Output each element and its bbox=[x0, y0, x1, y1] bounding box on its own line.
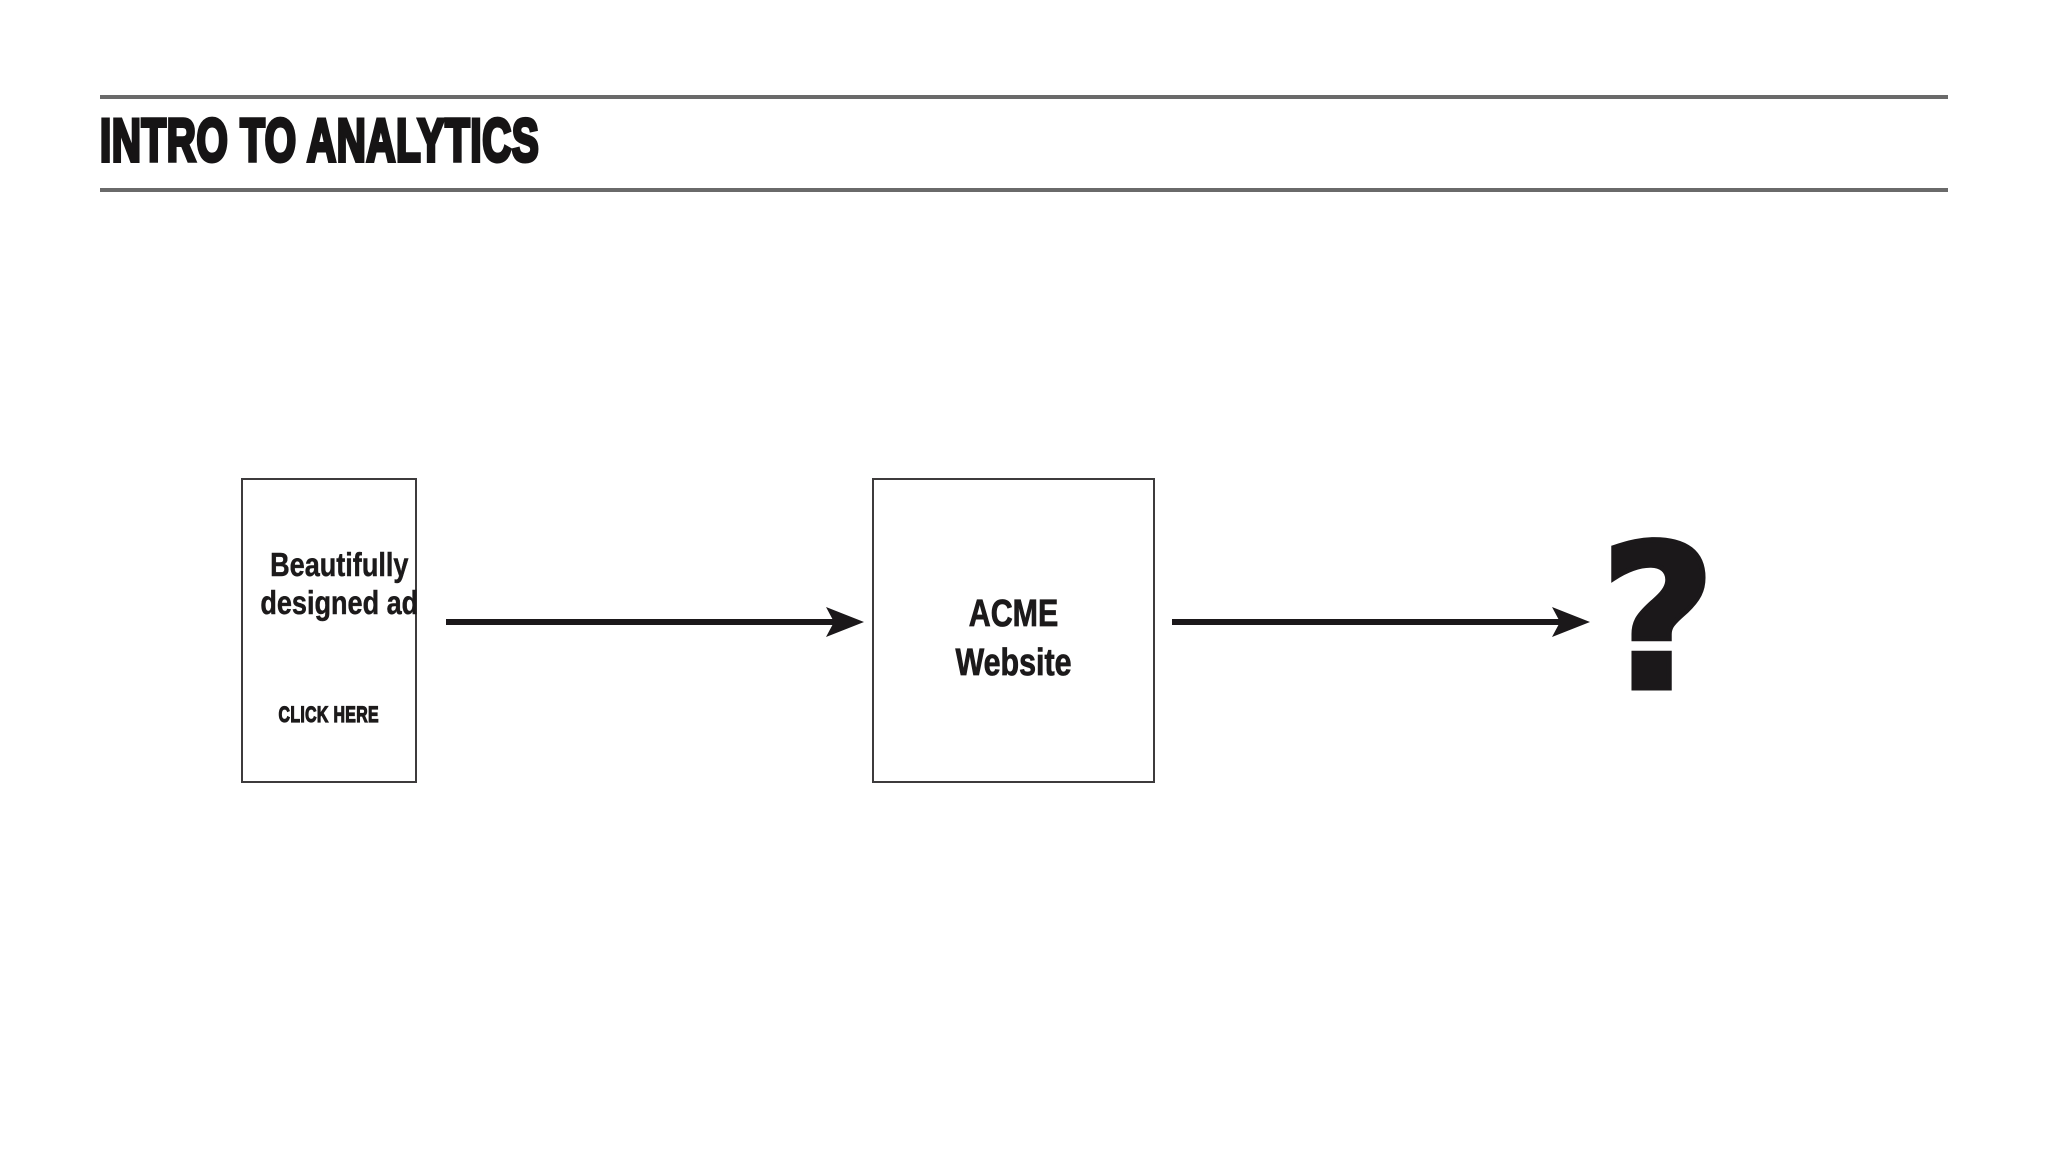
website-label-line1: ACME bbox=[968, 592, 1059, 635]
ad-label-line1: Beautifully bbox=[270, 546, 409, 584]
header-rule-top bbox=[100, 95, 1948, 99]
click-here-button: CLICK HERE bbox=[243, 701, 415, 728]
arrow-right-icon bbox=[446, 607, 864, 637]
slide-title: INTRO TO ANALYTICS bbox=[99, 106, 756, 176]
click-here-label: CLICK HERE bbox=[278, 701, 380, 727]
arrow-right-icon bbox=[1172, 607, 1590, 637]
question-mark: ? bbox=[1597, 503, 1718, 736]
website-label: ACME Website bbox=[941, 590, 1086, 688]
ad-label-line2: designed ad bbox=[260, 584, 419, 622]
header-rule-bottom bbox=[100, 188, 1948, 192]
website-label-line2: Website bbox=[955, 641, 1072, 684]
slide-title-text: INTRO TO ANALYTICS bbox=[99, 106, 540, 176]
website-node: ACME Website bbox=[872, 478, 1155, 783]
